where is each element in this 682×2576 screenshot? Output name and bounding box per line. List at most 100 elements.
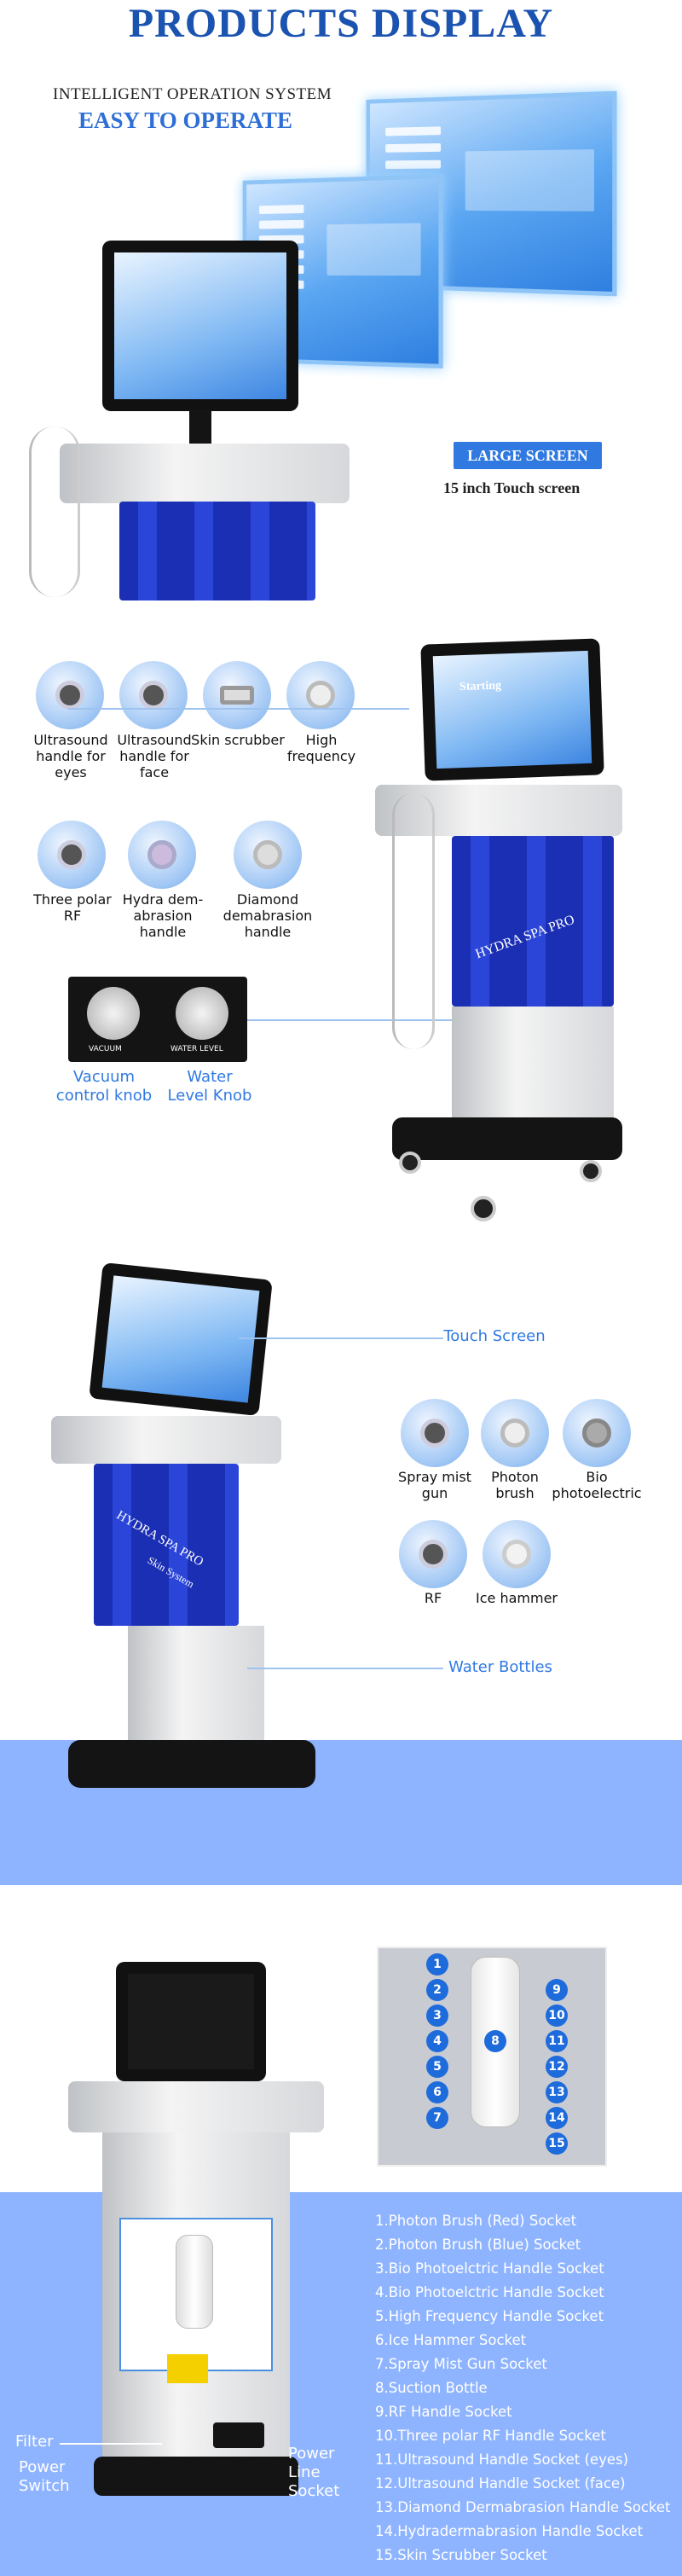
wheel	[471, 1196, 496, 1221]
accessory-label: Photon brush	[472, 1469, 558, 1501]
socket-item: 14.Hydradermabrasion Handle Socket	[375, 2520, 671, 2544]
socket-number: 12	[546, 2056, 568, 2078]
water-bottles-label: Water Bottles	[436, 1658, 564, 1677]
ultrasound-eye-handle-icon	[36, 661, 104, 729]
handle-hoses	[29, 426, 80, 597]
handle-label: Ultrasound handle for eyes	[24, 732, 118, 780]
socket-number: 6	[426, 2081, 448, 2103]
knob-panel: VACUUM WATER LEVEL	[68, 977, 247, 1062]
callout-line	[239, 1337, 443, 1339]
machine-top	[60, 444, 350, 503]
socket-item: 1.Photon Brush (Red) Socket	[375, 2209, 671, 2233]
knob-panel-label-water: WATER LEVEL	[170, 1045, 223, 1053]
socket-number: 13	[546, 2081, 568, 2103]
machine-cabinet-blue	[119, 502, 315, 600]
machine2-cabinet: HYDRA SPA PRO	[452, 836, 614, 1007]
high-frequency-icon	[286, 661, 355, 729]
machine-brand: HYDRA SPA PRO	[474, 913, 577, 963]
socket-item: 10.Three polar RF Handle Socket	[375, 2424, 671, 2448]
rear-body-top	[68, 2081, 324, 2132]
handle-label: Ultrasound handle for face	[107, 732, 201, 780]
socket-item: 6.Ice Hammer Socket	[375, 2329, 671, 2353]
ice-hammer-icon	[483, 1520, 551, 1588]
filter-label: Filter	[15, 2433, 54, 2451]
socket-item: 9.RF Handle Socket	[375, 2400, 671, 2424]
socket-number: 9	[546, 1979, 568, 2001]
socket-item: 8.Suction Bottle	[375, 2376, 671, 2400]
vacuum-knob[interactable]	[87, 987, 140, 1040]
machine2-hoses	[392, 793, 435, 1049]
intro-text: INTELLIGENT OPERATION SYSTEM	[53, 85, 332, 104]
socket-number: 2	[426, 1979, 448, 2001]
handle-label: Diamond demabrasion handle	[217, 891, 319, 940]
accessory-label: Spray mist gun	[392, 1469, 477, 1501]
socket-item: 12.Ultrasound Handle Socket (face)	[375, 2472, 671, 2496]
water-knob-label: Water Level Knob	[167, 1068, 252, 1105]
hydra-dermabrasion-icon	[128, 821, 196, 889]
monitor-stand	[189, 409, 211, 444]
callout-line	[60, 2443, 162, 2445]
rear-label-plate	[167, 2354, 208, 2383]
ultrasound-face-handle-icon	[119, 661, 188, 729]
rear-monitor	[116, 1962, 266, 2081]
callout-line	[68, 708, 409, 710]
power-switch-label: Power Switch	[19, 2458, 73, 2496]
socket-number: 3	[426, 2005, 448, 2027]
page-title: PRODUCTS DISPLAY	[0, 0, 682, 47]
machine2-body	[452, 1007, 614, 1126]
handle-label: Hydra dem-abrasion handle	[113, 891, 213, 940]
rf-icon	[399, 1520, 467, 1588]
machine3-monitor	[89, 1262, 273, 1416]
tagline: EASY TO OPERATE	[78, 107, 292, 134]
screen-size-caption: 15 inch Touch screen	[443, 479, 580, 497]
socket-number: 4	[426, 2030, 448, 2052]
machine2-base	[392, 1117, 622, 1160]
power-line-label: Power Line Socket	[288, 2445, 356, 2501]
socket-item: 11.Ultrasound Handle Socket (eyes)	[375, 2448, 671, 2472]
socket-number: 10	[546, 2005, 568, 2027]
rear-power-block	[213, 2422, 264, 2448]
socket-item: 2.Photon Brush (Blue) Socket	[375, 2233, 671, 2257]
socket-photo: 1 2 3 4 5 6 7 8 9 10 11 12 13 14 15	[377, 1947, 607, 2167]
photon-brush-icon	[481, 1399, 549, 1467]
socket-number: 11	[546, 2030, 568, 2052]
diamond-dermabrasion-icon	[234, 821, 302, 889]
skin-scrubber-icon	[203, 661, 271, 729]
socket-item: 5.High Frequency Handle Socket	[375, 2305, 671, 2329]
accessory-label: RF	[399, 1590, 467, 1606]
water-level-knob[interactable]	[176, 987, 228, 1040]
rear-base	[94, 2457, 298, 2496]
machine2-monitor: Starting	[420, 638, 604, 780]
socket-list: 1.Photon Brush (Red) Socket 2.Photon Bru…	[375, 2209, 671, 2567]
main-monitor	[102, 241, 298, 411]
large-screen-badge: LARGE SCREEN	[454, 442, 602, 469]
wheel	[399, 1152, 421, 1174]
socket-item: 4.Bio Photoelctric Handle Socket	[375, 2281, 671, 2305]
machine3-base-overlay	[68, 1740, 315, 1788]
socket-number: 7	[426, 2107, 448, 2129]
machine3-top	[51, 1416, 281, 1464]
spray-mist-gun-icon	[401, 1399, 469, 1467]
socket-number: 14	[546, 2107, 568, 2129]
socket-item: 7.Spray Mist Gun Socket	[375, 2353, 671, 2376]
vacuum-knob-label: Vacuum control knob	[53, 1068, 155, 1105]
socket-item: 15.Skin Scrubber Socket	[375, 2544, 671, 2567]
handle-label: Skin scrubber	[191, 732, 285, 748]
accessory-label: Ice hammer	[474, 1590, 559, 1606]
handle-label: Three polar RF	[26, 891, 119, 924]
accessory-label: Bio photoelectric	[549, 1469, 644, 1501]
machine3-cabinet: HYDRA SPA PRO Skin System	[94, 1464, 239, 1626]
screen-brand: Starting	[459, 679, 502, 694]
bio-photoelectric-icon	[563, 1399, 631, 1467]
handle-label: High frequency	[275, 732, 368, 764]
callout-line	[247, 1668, 443, 1669]
socket-item: 3.Bio Photoelctric Handle Socket	[375, 2257, 671, 2281]
three-polar-rf-icon	[38, 821, 106, 889]
socket-number: 1	[426, 1953, 448, 1976]
suction-bottle	[176, 2235, 213, 2329]
socket-number: 8	[484, 2030, 506, 2052]
socket-number: 15	[546, 2132, 568, 2155]
socket-item: 13.Diamond Dermabrasion Handle Socket	[375, 2496, 671, 2520]
knob-panel-label-vacuum: VACUUM	[89, 1045, 122, 1053]
touch-screen-label: Touch Screen	[435, 1327, 554, 1346]
